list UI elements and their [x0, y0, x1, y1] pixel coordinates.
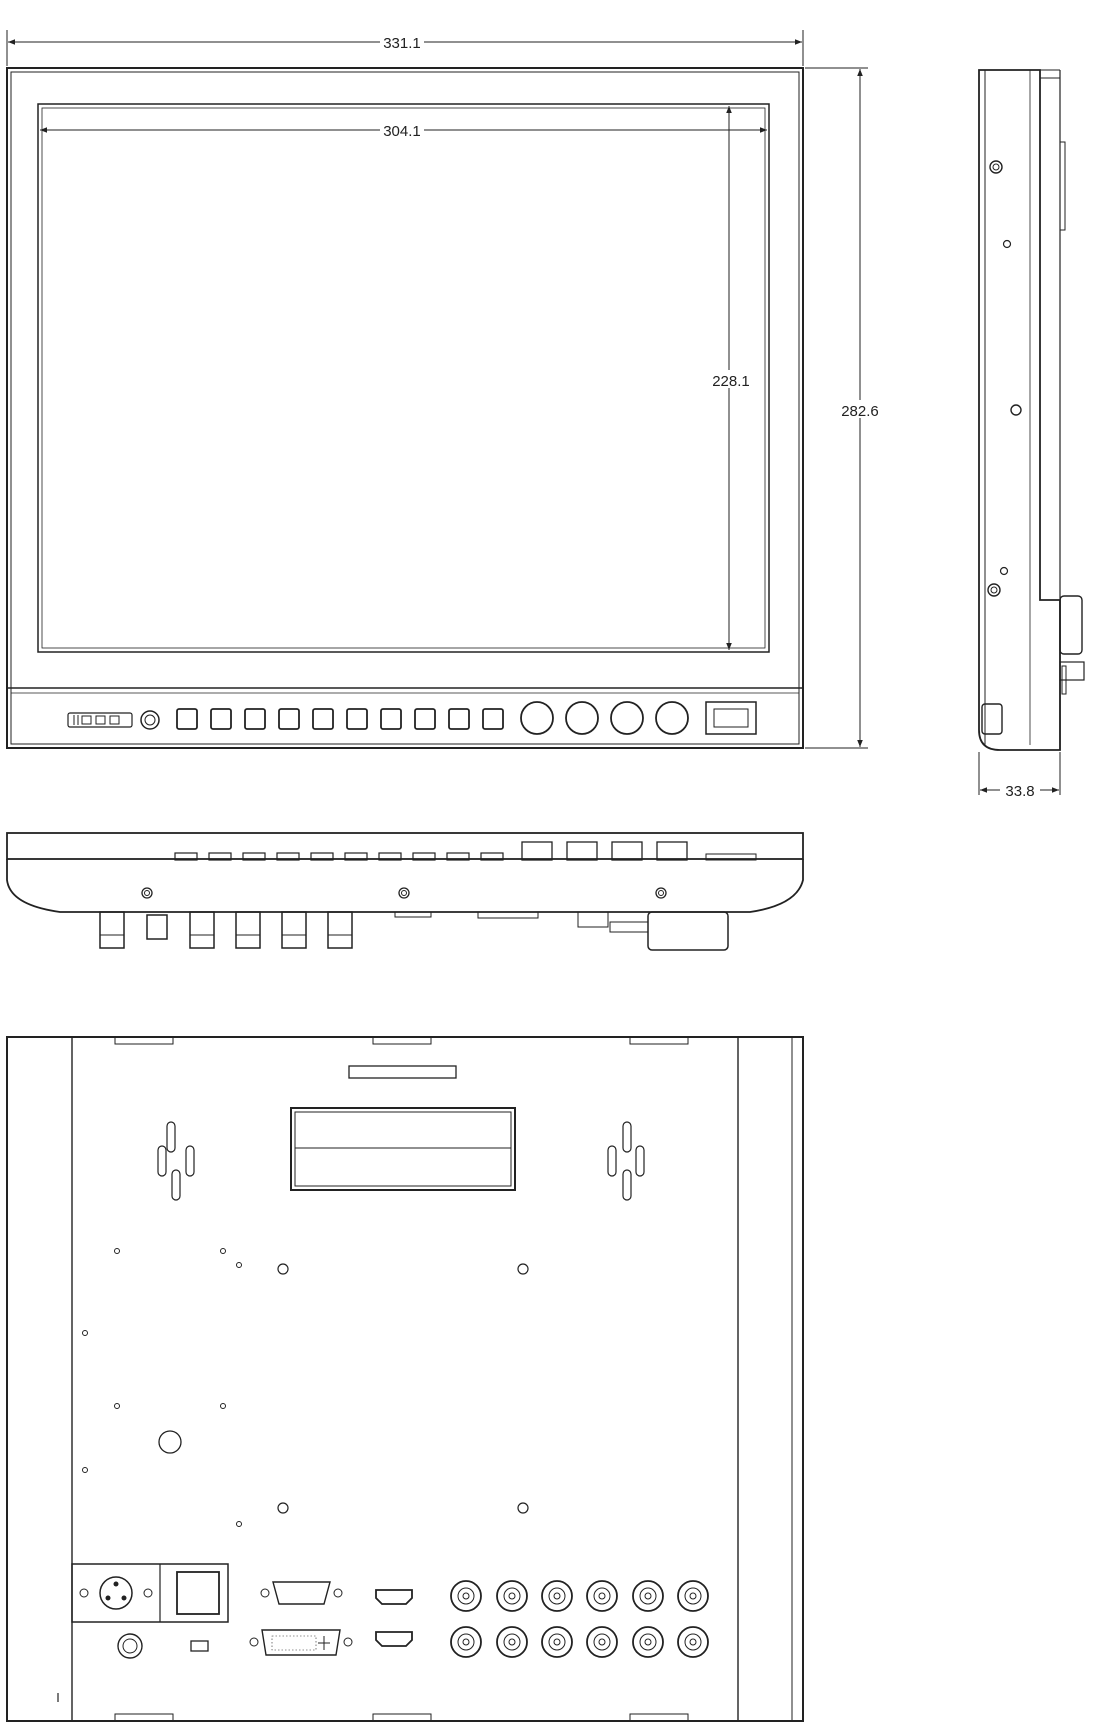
- front-button: [414, 708, 436, 730]
- front-button: [244, 708, 266, 730]
- screen-height-label: 228.1: [712, 373, 750, 390]
- tally-window: [705, 701, 757, 735]
- front-view: 331.1 304.1 228.1 282.6: [6, 30, 884, 749]
- mounting-holes: [82, 1248, 529, 1527]
- front-knobs: [520, 701, 689, 735]
- vent-left: [157, 1121, 195, 1201]
- front-buttons: [176, 708, 504, 730]
- dvi-port: [249, 1629, 353, 1656]
- depth-label: 33.8: [1005, 783, 1034, 800]
- handle-recess: [290, 1107, 516, 1191]
- power-switch: [176, 1571, 220, 1615]
- overall-height-label: 282.6: [841, 403, 879, 420]
- front-button: [380, 708, 402, 730]
- top-view-bnc: [99, 911, 353, 949]
- front-button: [278, 708, 300, 730]
- front-button: [176, 708, 198, 730]
- front-knob: [610, 701, 644, 735]
- front-knob: [520, 701, 554, 735]
- screen-area: [37, 103, 770, 653]
- monitor-front-frame: [6, 67, 804, 749]
- front-button: [482, 708, 504, 730]
- overall-width-label: 331.1: [383, 35, 421, 52]
- front-button: [448, 708, 470, 730]
- hdmi-ports: [375, 1589, 413, 1647]
- top-view: [6, 832, 804, 951]
- front-knob: [565, 701, 599, 735]
- usb-port: [190, 1640, 209, 1652]
- front-button: [346, 708, 368, 730]
- screen-width-label: 304.1: [383, 123, 421, 140]
- front-button: [312, 708, 334, 730]
- front-knob: [655, 701, 689, 735]
- power-button: [140, 710, 160, 730]
- vent-right: [607, 1121, 645, 1201]
- side-view: 33.8: [978, 69, 1085, 800]
- front-button: [210, 708, 232, 730]
- xlr-power-block: [71, 1563, 229, 1623]
- vga-port: [260, 1581, 343, 1605]
- dc-jack: [117, 1633, 143, 1659]
- rear-view: [6, 1036, 804, 1722]
- rear-bnc-grid: [450, 1580, 709, 1658]
- top-view-buttons: [174, 841, 757, 861]
- indicator-strip: [67, 712, 133, 728]
